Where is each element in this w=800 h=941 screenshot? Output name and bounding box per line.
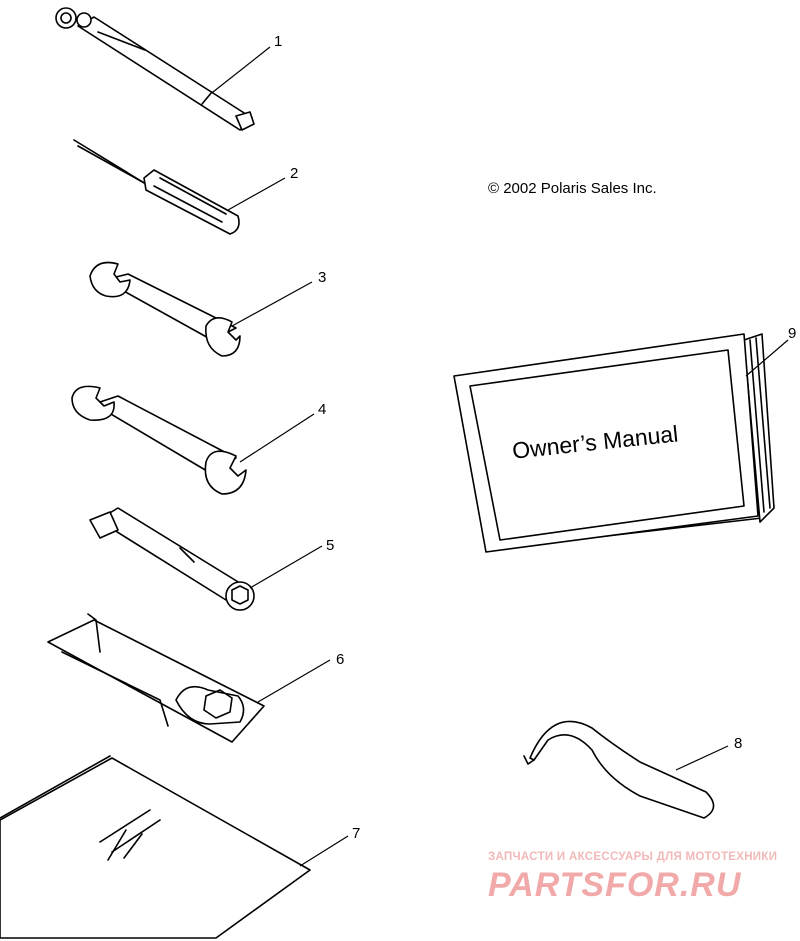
callout-1: 1 (274, 33, 282, 50)
clutch-tool (47, 613, 265, 743)
spanner-wrench (523, 720, 715, 819)
watermark: ЗАПЧАСТИ И АКСЕССУАРЫ ДЛЯ МОТОТЕХНИКИ PA… (488, 851, 777, 904)
callout-4: 4 (318, 401, 326, 418)
callout-2: 2 (290, 165, 298, 182)
watermark-tagline: ЗАПЧАСТИ И АКСЕССУАРЫ ДЛЯ МОТОТЕХНИКИ (488, 851, 777, 863)
callout-7: 7 (352, 825, 360, 842)
callout-3: 3 (318, 269, 326, 286)
callout-9: 9 (788, 325, 796, 342)
wrench-small (89, 261, 241, 357)
screwdriver (73, 139, 240, 235)
callout-8: 8 (734, 735, 742, 752)
tool-bag (0, 755, 311, 939)
copyright-notice: © 2002 Polaris Sales Inc. (488, 180, 657, 197)
callout-6: 6 (336, 651, 344, 668)
spark-plug-socket (89, 507, 255, 611)
watermark-logo: PARTSFOR.RU (488, 866, 742, 904)
wrench-large (71, 385, 247, 495)
callout-5: 5 (326, 537, 334, 554)
owners-manual: Owner’s Manual (453, 333, 775, 553)
tire-pressure-gauge (55, 7, 255, 131)
